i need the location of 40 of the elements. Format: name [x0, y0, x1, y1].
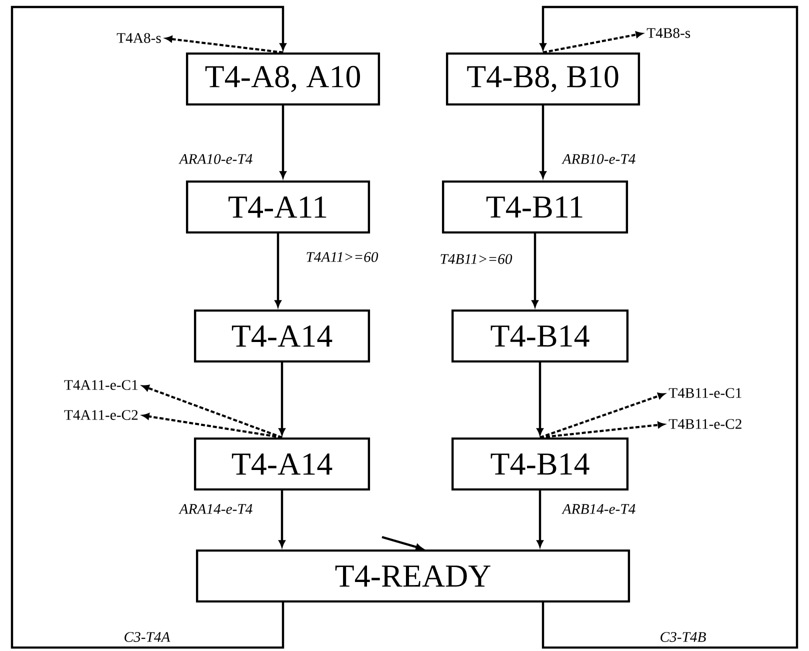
- loop-arrow: [10, 6, 286, 649]
- edge-label: C3-T4B: [658, 630, 708, 644]
- arrow: [382, 536, 423, 550]
- loop-arrow: [540, 6, 798, 649]
- process-box: T4-B11: [442, 180, 628, 234]
- arrow: [536, 362, 544, 435]
- arrow: [278, 490, 286, 547]
- edge-label: C3-T4A: [122, 630, 172, 644]
- process-box: T4-A14: [194, 437, 370, 491]
- process-box: T4-A8, A10: [186, 52, 380, 106]
- edge-label: T4A11>=60: [304, 250, 380, 264]
- process-box: T4-B8, B10: [446, 52, 640, 106]
- edge-label: ARB14-e-T4: [561, 502, 637, 516]
- arrow: [540, 106, 546, 178]
- edge-label: ARB10-e-T4: [561, 152, 637, 166]
- process-box: T4-A11: [186, 180, 370, 234]
- process-box: T4-A14: [194, 309, 370, 363]
- state-label: T4A8-s: [116, 33, 161, 43]
- state-label: T4A11-e-C2: [64, 410, 138, 420]
- state-label: T4B11-e-C2: [668, 419, 742, 429]
- process-box: T4-B14: [451, 437, 629, 491]
- state-label: T4A11-e-C1: [64, 380, 138, 390]
- dotted-arrow: [540, 392, 665, 438]
- process-box: T4-B14: [451, 309, 629, 363]
- arrow: [280, 106, 286, 178]
- process-box: T4-READY: [196, 549, 630, 603]
- arrow: [536, 490, 544, 547]
- dotted-arrow: [142, 413, 282, 439]
- edge-label: T4B11>=60: [438, 252, 514, 266]
- state-label: T4B11-e-C1: [668, 388, 742, 398]
- dotted-arrow: [165, 36, 284, 54]
- dotted-arrow: [142, 384, 282, 438]
- dotted-arrow: [542, 31, 643, 54]
- state-label: T4B8-s: [646, 28, 690, 38]
- dotted-arrow: [540, 422, 665, 439]
- edge-label: ARA14-e-T4: [178, 502, 254, 516]
- arrow: [278, 362, 286, 435]
- edge-label: ARA10-e-T4: [178, 152, 254, 166]
- arrow: [532, 234, 538, 308]
- arrow: [274, 234, 282, 308]
